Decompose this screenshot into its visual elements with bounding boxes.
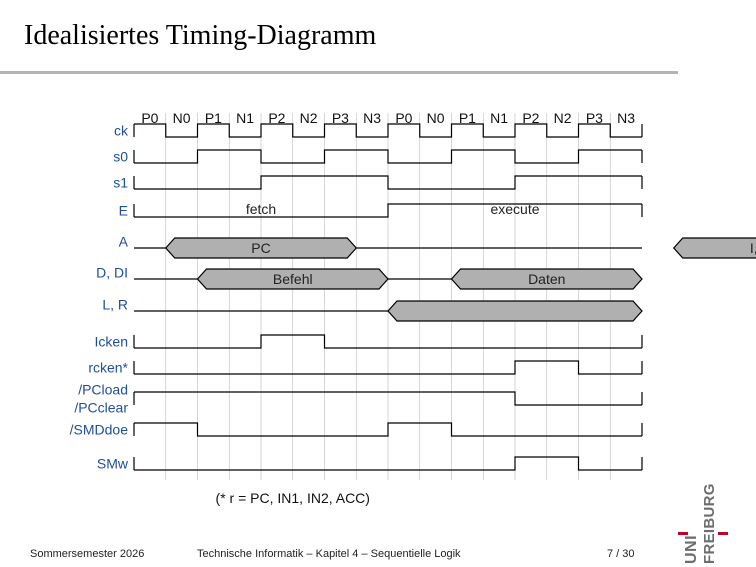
waveform-smw [134, 456, 642, 471]
signal-label: D, DI [96, 265, 128, 281]
phase-label: N3 [363, 110, 381, 126]
signal-label: rcken* [88, 360, 128, 376]
page-number: 7 / 30 [607, 548, 635, 560]
phase-label: P3 [332, 110, 349, 126]
waveform-e [134, 203, 642, 218]
waveform-ck [134, 123, 642, 138]
footer-semester: Sommersemester 2026 [30, 548, 145, 560]
signal-label: s1 [113, 175, 128, 191]
logo-text-freiburg: FREIBURG [701, 483, 718, 564]
waveform-s0 [134, 149, 642, 164]
phase-label: P0 [395, 110, 412, 126]
bus-segment-label: Daten [528, 271, 565, 287]
signal-label: SMw [97, 456, 129, 472]
waveform-pcload [134, 391, 642, 406]
phase-label: N2 [554, 110, 572, 126]
signal-label: ck [114, 123, 129, 139]
signal-label: s0 [113, 149, 128, 165]
bus-segment [387, 300, 643, 322]
bus-segment [164, 237, 358, 259]
phase-annotation: execute [490, 201, 539, 217]
waveform-smddoe [134, 422, 642, 437]
phase-label: N0 [173, 110, 191, 126]
phase-label: N2 [300, 110, 318, 126]
phase-label: P3 [586, 110, 603, 126]
bus-segment-label: Befehl [273, 271, 313, 287]
logo-bar-left [678, 532, 688, 535]
bus-segment [450, 268, 643, 290]
bus-segment [196, 268, 389, 290]
logo-text-uni: UNI [683, 535, 700, 564]
footnote: (* r = PC, IN1, IN2, ACC) [216, 490, 370, 506]
title-rule [0, 71, 678, 74]
phase-label: N0 [427, 110, 445, 126]
signal-label: /SMDdoe [70, 422, 129, 438]
phase-label: P1 [205, 110, 222, 126]
bus-segment [672, 237, 756, 259]
phase-label: N1 [236, 110, 254, 126]
signal-label: Icken [95, 334, 128, 350]
signal-label: E [119, 203, 128, 219]
phase-label: N1 [490, 110, 508, 126]
footer-chapter: Technische Informatik – Kapitel 4 – Sequ… [197, 548, 461, 560]
signal-label: L, R [102, 297, 128, 313]
phase-label: P0 [141, 110, 158, 126]
bus-segment-label: I, ALU [750, 240, 756, 256]
phase-label: P2 [268, 110, 285, 126]
signal-label: /PCload/PCclear [74, 382, 128, 416]
signal-label: A [119, 234, 129, 250]
phase-annotation: fetch [246, 201, 276, 217]
waveform-rcken [134, 360, 642, 375]
phase-label: P2 [522, 110, 539, 126]
logo-bar-right [718, 532, 728, 535]
phase-label: P1 [459, 110, 476, 126]
waveform-s1 [134, 175, 642, 190]
phase-label: N3 [617, 110, 635, 126]
slide-title: Idealisiertes Timing-Diagramm [24, 20, 377, 51]
bus-segment-label: PC [251, 240, 270, 256]
waveform-icken [134, 334, 642, 349]
